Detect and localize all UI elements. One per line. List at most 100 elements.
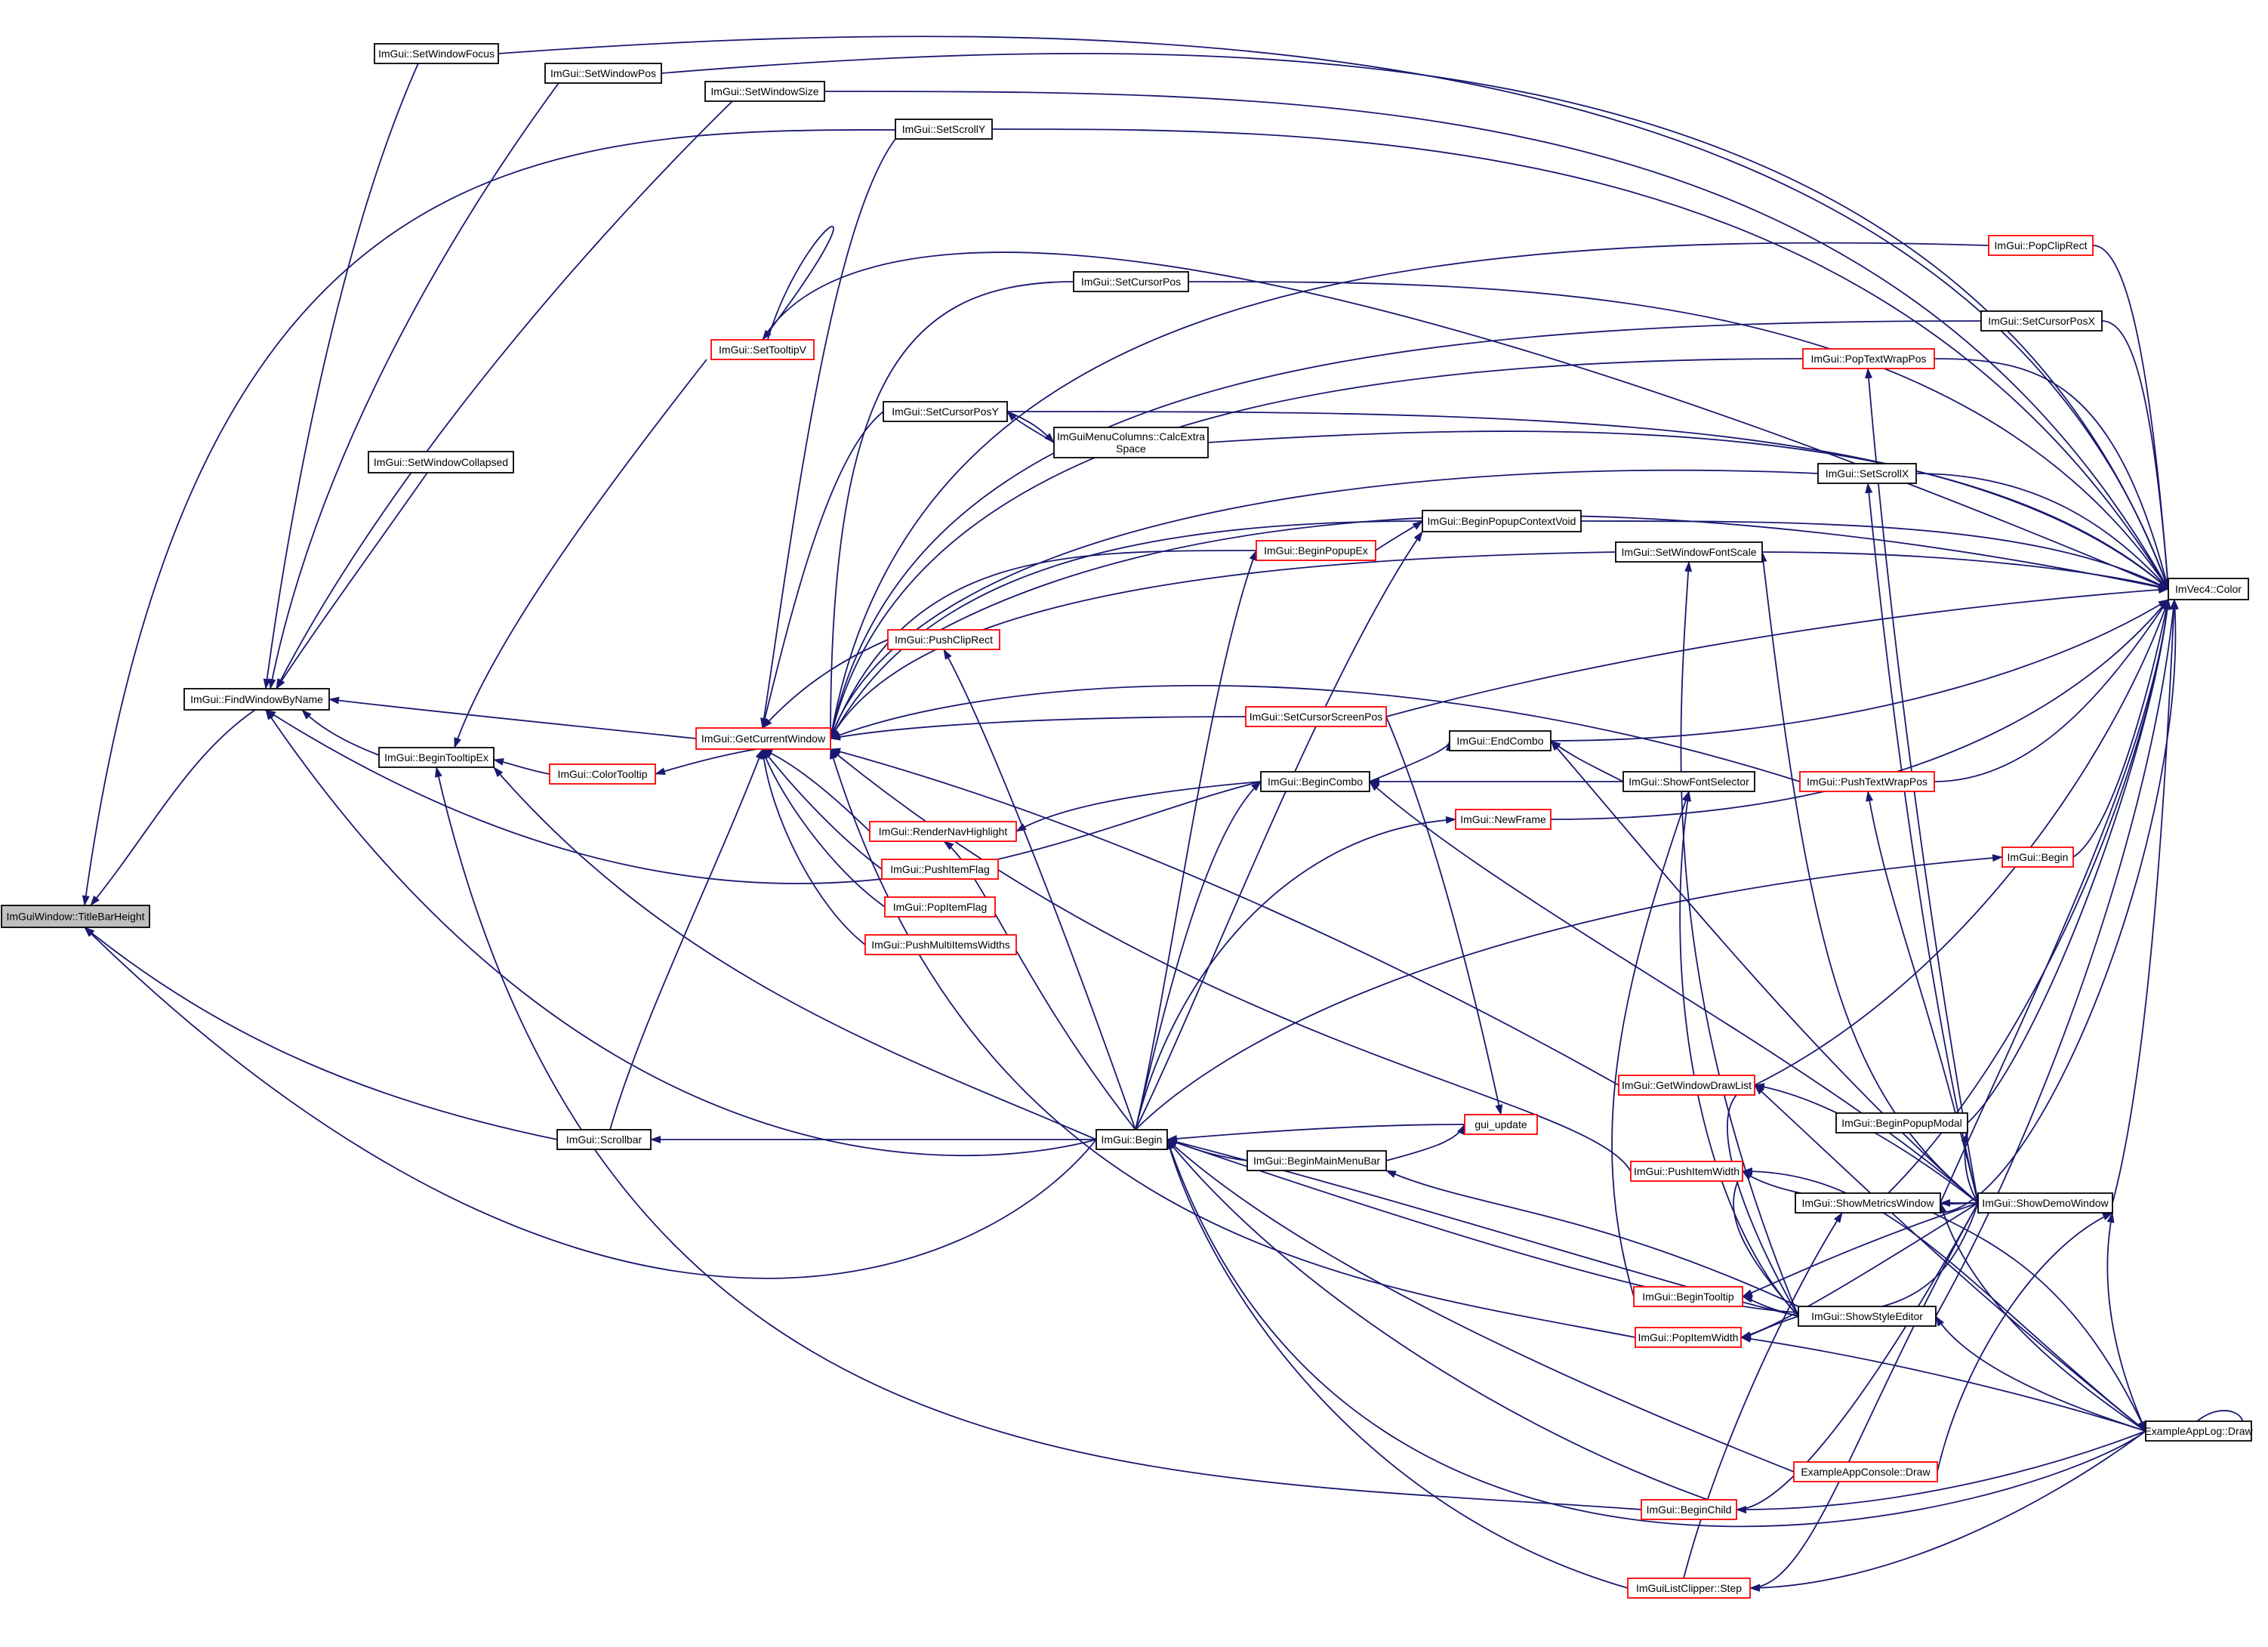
node-box <box>1618 1075 1755 1096</box>
node-colortooltip[interactable]: ImGui::ColorTooltip <box>549 763 656 785</box>
node-findwindowbyname[interactable]: ImGui::FindWindowByName <box>183 688 330 711</box>
node-setcursorpos[interactable]: ImGui::SetCursorPos <box>1073 271 1189 292</box>
node-newframe[interactable]: ImGui::NewFrame <box>1455 809 1552 830</box>
node-beginpopupcontextvoid[interactable]: ImGui::BeginPopupContextVoid <box>1422 510 1582 532</box>
call-edge <box>1727 1083 1799 1317</box>
node-box <box>1245 706 1387 727</box>
call-edges <box>82 35 2245 1592</box>
node-showstyleeditor[interactable]: ImGui::ShowStyleEditor <box>1798 1306 1937 1327</box>
call-edge <box>90 709 256 906</box>
node-settooltipv[interactable]: ImGui::SetTooltipV <box>710 339 815 360</box>
node-pushitemwidth[interactable]: ImGui::PushItemWidth <box>1630 1161 1743 1182</box>
node-begin[interactable]: ImGui::Begin <box>1095 1129 1168 1150</box>
call-edge <box>1937 1212 2113 1473</box>
node-box <box>1835 1112 1968 1133</box>
node-beginmainmenubar[interactable]: ImGui::BeginMainMenuBar <box>1246 1150 1387 1171</box>
node-label: Space <box>1116 443 1146 455</box>
node-setcursorposy[interactable]: ImGui::SetCursorPosY <box>883 401 1008 422</box>
call-edge <box>830 550 1257 739</box>
node-popitemwidth[interactable]: ImGui::PopItemWidth <box>1635 1327 1742 1348</box>
node-titlebar[interactable]: ImGuiWindow::TitleBarHeight <box>1 905 150 928</box>
node-label: ImGui::BeginCombo <box>1268 776 1363 788</box>
node-beginpopupex[interactable]: ImGui::BeginPopupEx <box>1256 540 1376 561</box>
call-edge <box>824 91 2169 590</box>
node-pushcliprect[interactable]: ImGui::PushClipRect <box>887 629 1000 650</box>
node-label: ImGui::SetTooltipV <box>719 344 807 356</box>
node-pushitemflag[interactable]: ImGui::PushItemFlag <box>881 859 999 880</box>
node-setwindowcollapsed[interactable]: ImGui::SetWindowCollapsed <box>368 451 514 473</box>
call-edge <box>84 927 558 1140</box>
node-pushmultiitemswidths[interactable]: ImGui::PushMultiItemsWidths <box>864 934 1017 955</box>
node-applogdraw[interactable]: ExampleAppLog::Draw <box>2144 1420 2253 1442</box>
call-edge <box>828 320 1982 739</box>
call-edge <box>265 709 1262 884</box>
node-label: ImGui::SetWindowSize <box>710 85 818 97</box>
call-edge <box>943 649 1136 1130</box>
node-popcliprect[interactable]: ImGui::PopClipRect <box>1988 235 2094 256</box>
call-edge <box>1680 561 1799 1317</box>
node-endcombo[interactable]: ImGui::EndCombo <box>1449 730 1552 751</box>
node-label: ImGuiMenuColumns::CalcExtra <box>1057 430 1205 443</box>
node-beginchild[interactable]: ImGui::BeginChild <box>1641 1499 1737 1520</box>
node-getwindowdrawlist[interactable]: ImGui::GetWindowDrawList <box>1618 1075 1755 1096</box>
call-edge <box>1135 531 1423 1130</box>
node-popitemflag[interactable]: ImGui::PopItemFlag <box>884 896 996 918</box>
node-begincombo[interactable]: ImGui::BeginCombo <box>1260 771 1370 792</box>
node-setscrollx[interactable]: ImGui::SetScrollX <box>1817 463 1917 484</box>
node-label: ImGui::SetWindowPos <box>550 67 656 79</box>
node-listclipperstep[interactable]: ImGuiListClipper::Step <box>1627 1578 1751 1599</box>
call-edge <box>1749 1430 2146 1592</box>
node-label: ImGui::SetWindowFocus <box>378 48 495 60</box>
node-box <box>884 896 996 918</box>
node-showdemowindow[interactable]: ImGui::ShowDemoWindow <box>1977 1192 2113 1214</box>
call-edge <box>828 242 1989 739</box>
node-label: ImVec4::Color <box>2175 583 2242 595</box>
node-setscrolly[interactable]: ImGui::SetScrollY <box>895 119 993 140</box>
node-box <box>1988 235 2094 256</box>
node-getcurrentwindow[interactable]: ImGui::GetCurrentWindow <box>695 727 831 750</box>
call-nodes: ImGuiWindow::TitleBarHeight ImGui::SetWin… <box>1 43 2253 1599</box>
node-begin2[interactable]: ImGui::Begin <box>2001 847 2074 868</box>
node-beginpopupmodal[interactable]: ImGui::BeginPopupModal <box>1835 1112 1968 1133</box>
node-label: ImGui::BeginTooltip <box>1642 1291 1734 1303</box>
call-edge <box>1940 599 2179 1214</box>
call-edge <box>1006 411 1055 443</box>
node-setwindowsize[interactable]: ImGui::SetWindowSize <box>704 81 825 102</box>
node-rendernavhighlight[interactable]: ImGui::RenderNavHighlight <box>869 821 1017 842</box>
node-begintooltip[interactable]: ImGui::BeginTooltip <box>1633 1286 1743 1307</box>
node-pushtextwrappos[interactable]: ImGui::PushTextWrapPos <box>1799 771 1935 792</box>
node-appconsoledraw[interactable]: ExampleAppConsole::Draw <box>1793 1461 1938 1482</box>
node-box <box>1795 1192 1941 1214</box>
call-edge <box>498 35 2169 590</box>
node-label: ImGui::BeginPopupEx <box>1264 544 1368 557</box>
node-scrollbar[interactable]: ImGui::Scrollbar <box>556 1129 652 1150</box>
node-box <box>1246 1150 1387 1171</box>
call-edge <box>830 469 1819 739</box>
call-edge <box>1939 1202 2146 1432</box>
node-setwindowfocus[interactable]: ImGui::SetWindowFocus <box>374 43 499 64</box>
call-edge <box>1759 551 1979 1204</box>
call-edge <box>1932 1212 2146 1432</box>
node-box <box>1798 1306 1937 1327</box>
call-edge <box>1935 599 2177 1317</box>
call-edge <box>1733 1170 1799 1317</box>
call-edge <box>1166 1139 1629 1589</box>
node-label: ImGui::GetCurrentWindow <box>701 733 826 745</box>
node-showfontselector[interactable]: ImGui::ShowFontSelector <box>1622 771 1755 792</box>
node-setwindowfontscale[interactable]: ImGui::SetWindowFontScale <box>1615 541 1763 563</box>
node-begintooltipex[interactable]: ImGui::BeginTooltipEx <box>378 747 495 768</box>
node-box <box>1455 809 1552 830</box>
node-label: ImGui::SetCursorPos <box>1081 276 1181 288</box>
node-showmetricswindow[interactable]: ImGui::ShowMetricsWindow <box>1795 1192 1941 1214</box>
node-box <box>1980 310 2103 332</box>
node-imvec4color[interactable]: ImVec4::Color <box>2168 578 2249 600</box>
call-edge <box>263 43 428 689</box>
node-label: ExampleAppLog::Draw <box>2144 1425 2253 1437</box>
node-box <box>1641 1499 1737 1520</box>
node-poptextwrappos[interactable]: ImGui::PopTextWrapPos <box>1802 348 1935 369</box>
node-setcursorposx[interactable]: ImGui::SetCursorPosX <box>1980 310 2103 332</box>
node-setwindowpos[interactable]: ImGui::SetWindowPos <box>544 63 662 84</box>
node-gui_update[interactable]: gui_update <box>1464 1114 1538 1135</box>
node-setcursorscreenpos[interactable]: ImGui::SetCursorScreenPos <box>1245 706 1387 727</box>
